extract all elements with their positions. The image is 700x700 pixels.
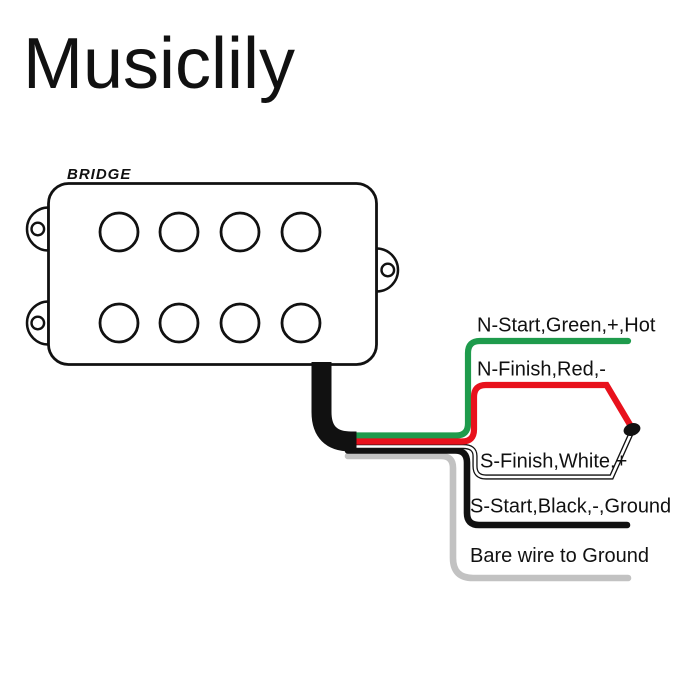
pole-piece (98, 211, 140, 253)
bare-wire-label: Bare wire to Ground (470, 545, 649, 567)
pickup-position-label: BRIDGE (67, 166, 131, 183)
red-wire (344, 381, 634, 445)
solder-joint (623, 423, 641, 436)
pole-piece (280, 302, 322, 344)
pole-piece (98, 302, 140, 344)
mounting-hole-bottom-left (30, 315, 46, 331)
bare-wire (344, 452, 632, 582)
white-wire-label: S-Finish,White,+ (480, 451, 627, 473)
green-wire (344, 337, 632, 439)
pole-piece (219, 211, 261, 253)
pole-piece (158, 302, 200, 344)
pickup-body (47, 182, 378, 366)
pole-pieces (98, 211, 322, 344)
pole-piece (219, 302, 261, 344)
mounting-hole-top-left (30, 221, 46, 237)
brand-title: Musiclily (23, 24, 295, 104)
white-wire (346, 432, 633, 479)
red-wire-label: N-Finish,Red,- (477, 359, 606, 381)
green-wire-label: N-Start,Green,+,Hot (477, 315, 656, 337)
black-wire-label: S-Start,Black,-,Ground (470, 496, 671, 518)
pickup-cable (311, 362, 357, 452)
mounting-hole-right (380, 262, 396, 278)
pole-piece (280, 211, 322, 253)
black-wire (344, 447, 631, 529)
pole-piece (158, 211, 200, 253)
